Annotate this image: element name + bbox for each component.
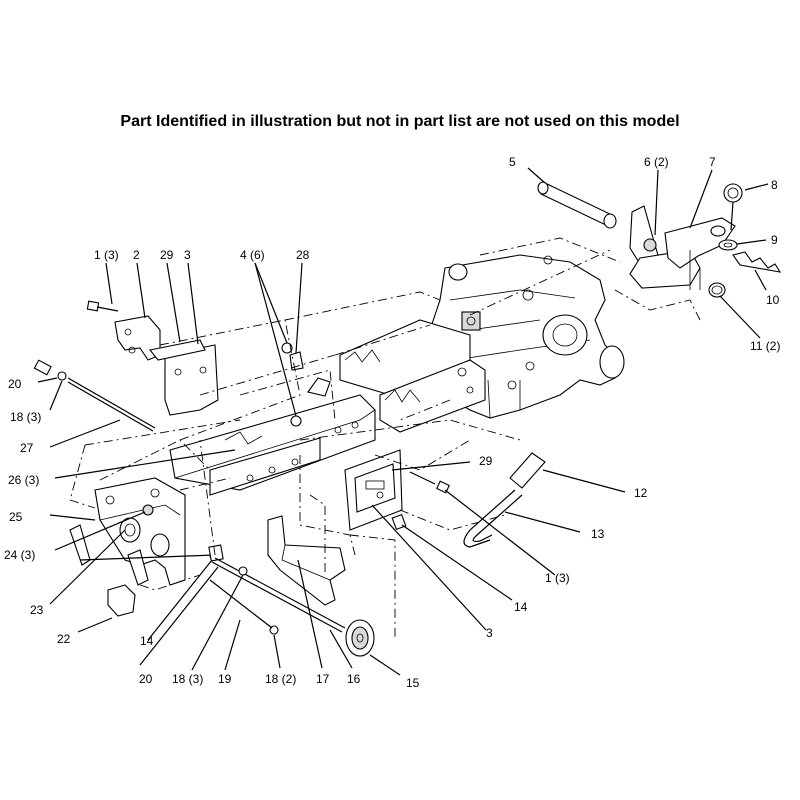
part-15-wheel [345,619,375,657]
callout-24: 24 (3) [4,548,35,562]
callout-26: 26 (3) [8,473,39,487]
callout-20-lower: 20 [139,672,153,686]
diagram-title: Part Identified in illustration but not … [120,113,680,130]
assembly-guide-lines [69,237,701,640]
callout-3-upper: 3 [184,248,191,262]
callout-19: 19 [218,672,232,686]
callout-16: 16 [347,672,361,686]
callout-9: 9 [771,233,778,247]
callout-11: 11 (2) [750,339,780,353]
part-29-shim-upper [149,339,206,361]
callout-4: 4 (6) [240,248,265,262]
callout-18-right: 18 (2) [265,672,296,686]
callout-14-right: 14 [514,600,528,614]
part-3-hole [174,368,182,376]
part-3-hole-right [199,366,207,374]
part-3-plate-upper [164,344,219,416]
front-frame-tube [169,377,376,496]
part-1-bolt-middle [409,471,450,494]
part-19-rod [209,557,346,635]
callout-18-lower: 18 (3) [172,672,203,686]
callout-1-upper: 1 (3) [94,248,119,262]
callout-15: 15 [406,676,420,690]
callout-14-left: 14 [140,634,154,648]
callout-29-upper: 29 [160,248,174,262]
callout-29-middle: 29 [479,454,493,468]
callout-20-upper: 20 [8,377,22,391]
part-29-slot [365,480,385,490]
part-29-plate-middle [354,463,396,513]
callout-3-middle: 3 [486,626,493,640]
callout-2: 2 [133,248,140,262]
part-28-clip [289,351,304,371]
part-2-bracket [114,315,161,361]
part-29-hole [376,491,384,499]
callout-18-upper: 18 (3) [10,410,41,424]
part-17-bracket [267,515,346,606]
callout-10: 10 [766,293,780,307]
part-27-rod [33,359,156,432]
callout-27: 27 [20,441,34,455]
frame-rails [339,319,486,433]
part-2-hole [124,328,132,336]
callout-17: 17 [316,672,330,686]
part-1-bolt-upper [86,300,119,312]
part-2-hole-lower [128,346,136,354]
part-14-spacer [391,513,407,531]
callout-6: 6 (2) [644,155,669,169]
callout-13: 13 [591,527,605,541]
leader-lines [37,167,769,676]
callout-22: 22 [57,632,71,646]
callout-12: 12 [634,486,648,500]
callout-labels: 1 (3) 2 29 3 4 (6) 28 5 6 (2) 7 8 9 10 1… [4,155,780,690]
callout-28: 28 [296,248,310,262]
callout-25: 25 [9,510,23,524]
callout-8: 8 [771,178,778,192]
drawbar-assembly [537,181,782,298]
callout-23: 23 [30,603,44,617]
front-bracket-assembly [69,477,221,617]
callout-1-middle: 1 (3) [545,571,570,585]
part-14-spacer-left [208,544,224,562]
callout-7: 7 [709,155,716,169]
part-12-13-lever [463,452,546,548]
part-4-nut-lower [290,415,302,427]
part-17-edge [281,544,331,581]
callout-5: 5 [509,155,516,169]
